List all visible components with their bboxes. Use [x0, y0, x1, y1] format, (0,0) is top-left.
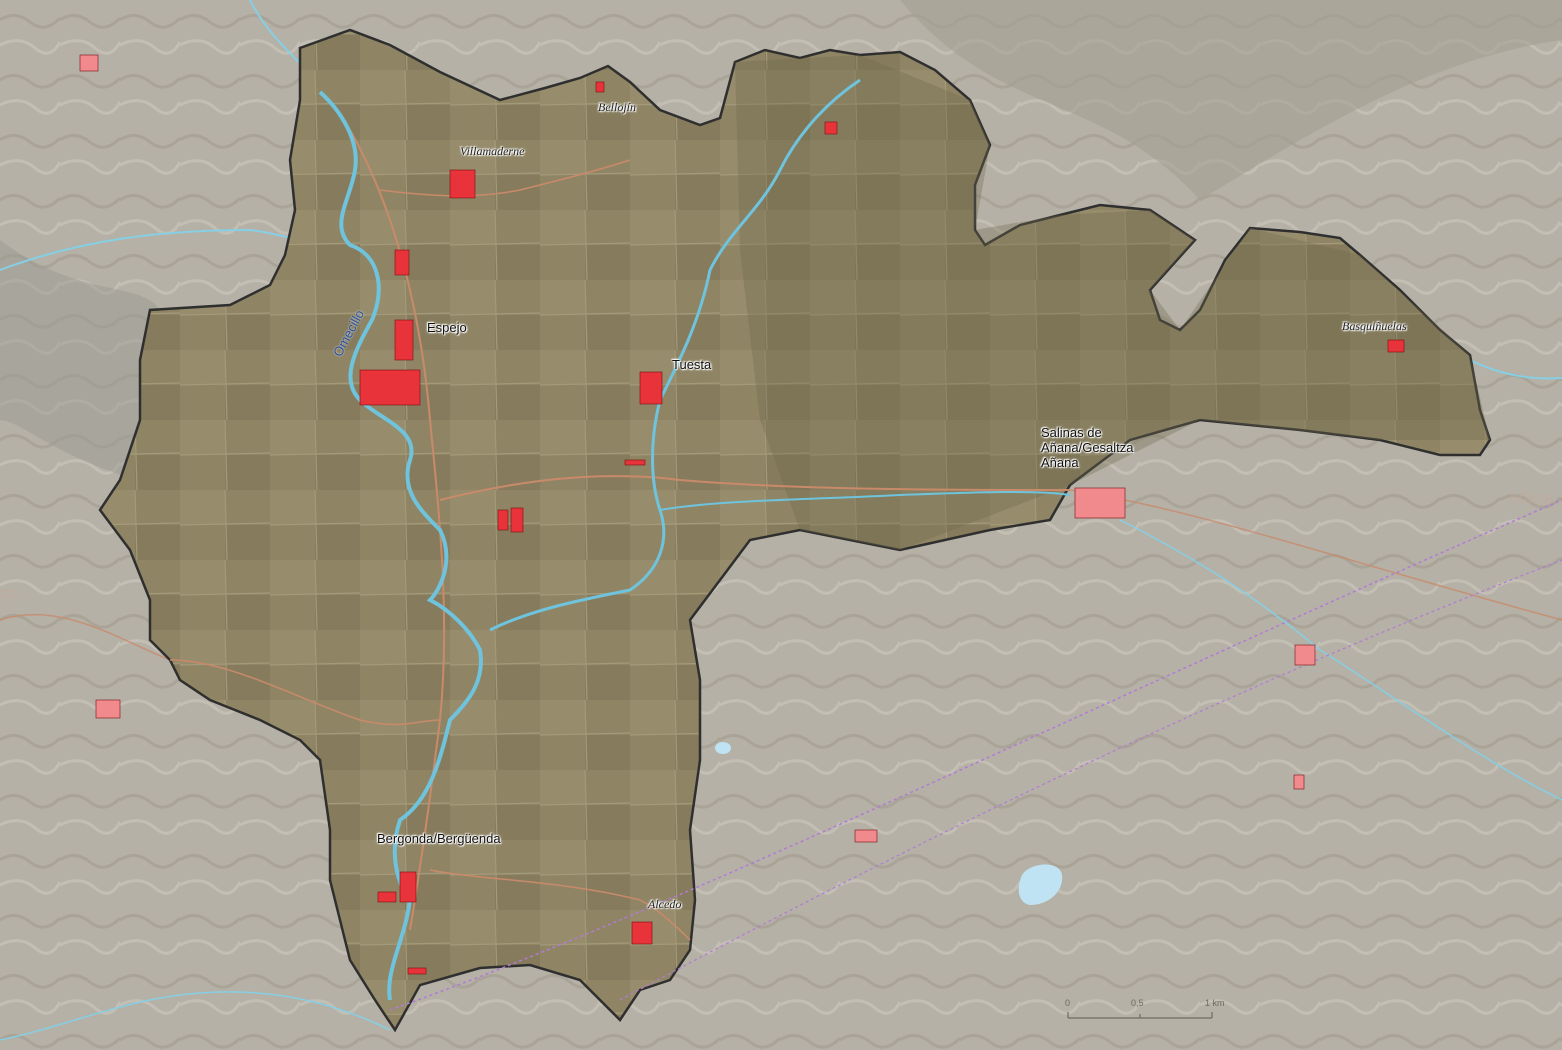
- settlement-bergonda: [399, 871, 417, 903]
- background-river-south: [1119, 519, 1562, 801]
- label-villamaderne: Villamaderne: [460, 144, 525, 158]
- settlement-east: [1294, 644, 1316, 666]
- settlement-salinas: [1074, 487, 1126, 519]
- label-bellojin: Bellojín: [598, 100, 636, 114]
- settlement-west: [95, 699, 121, 719]
- settlement-ne: [79, 54, 99, 72]
- settlements: [79, 54, 1405, 975]
- road-north: [379, 159, 631, 197]
- road-west: [169, 659, 441, 726]
- scale-label-1km: 1 km: [1205, 998, 1225, 1008]
- power-line-2: [619, 559, 1562, 1001]
- background-road-west: [0, 613, 171, 661]
- municipality-area[interactable]: [98, 28, 1492, 1033]
- settlement-north: [824, 121, 838, 135]
- label-espejo: Espejo: [427, 320, 467, 335]
- scale-label-half: 0,5: [1131, 998, 1144, 1008]
- settlement-villamaderne: [449, 169, 476, 199]
- settlement-espejo-3: [394, 249, 410, 276]
- lake-large: [1018, 864, 1063, 905]
- settlement-bergonda-2: [377, 891, 397, 903]
- settlement-basquinuelas: [1387, 339, 1405, 353]
- road-south: [429, 869, 691, 941]
- settlement-field: [497, 509, 509, 531]
- lake-small: [715, 742, 731, 754]
- settlement-alcedo: [631, 921, 653, 945]
- road-main: [349, 129, 446, 931]
- settlement-espejo: [359, 369, 421, 406]
- label-salinas: Salinas de Añana/Gesaltza Añana: [1041, 425, 1134, 470]
- label-basquinuelas: Basquiñuelas: [1342, 319, 1407, 333]
- settlement-bellojin: [595, 81, 605, 93]
- scale-bar: [1067, 1012, 1213, 1019]
- settlement-espejo-2: [394, 319, 414, 361]
- label-tuesta: Tuesta: [672, 357, 712, 372]
- power-line-1: [389, 499, 1562, 1011]
- river-omecillo: [318, 90, 483, 1001]
- settlement-tuesta: [639, 371, 663, 405]
- label-faint-po: po: [0, 585, 18, 602]
- road-east: [439, 475, 1071, 501]
- settlement-far-east: [1293, 774, 1305, 790]
- background-river-sw: [0, 991, 391, 1041]
- label-bergonda: Bergonda/Bergüenda: [377, 831, 501, 846]
- label-alcedo: Alcedo: [648, 897, 682, 911]
- scale-label-0: 0: [1065, 998, 1071, 1008]
- river-salinas: [659, 490, 1071, 511]
- background-ridge: [900, 0, 1562, 200]
- label-faint-anaya: Añaya: [1508, 490, 1554, 507]
- settlement-south: [407, 967, 427, 975]
- settlement-tuesta-2: [624, 459, 646, 466]
- background-valley: [0, 240, 160, 480]
- settlement-field-2: [510, 507, 524, 533]
- settlement-south-east: [854, 829, 878, 843]
- forest-east: [735, 55, 1490, 550]
- background-river-east: [1469, 359, 1562, 380]
